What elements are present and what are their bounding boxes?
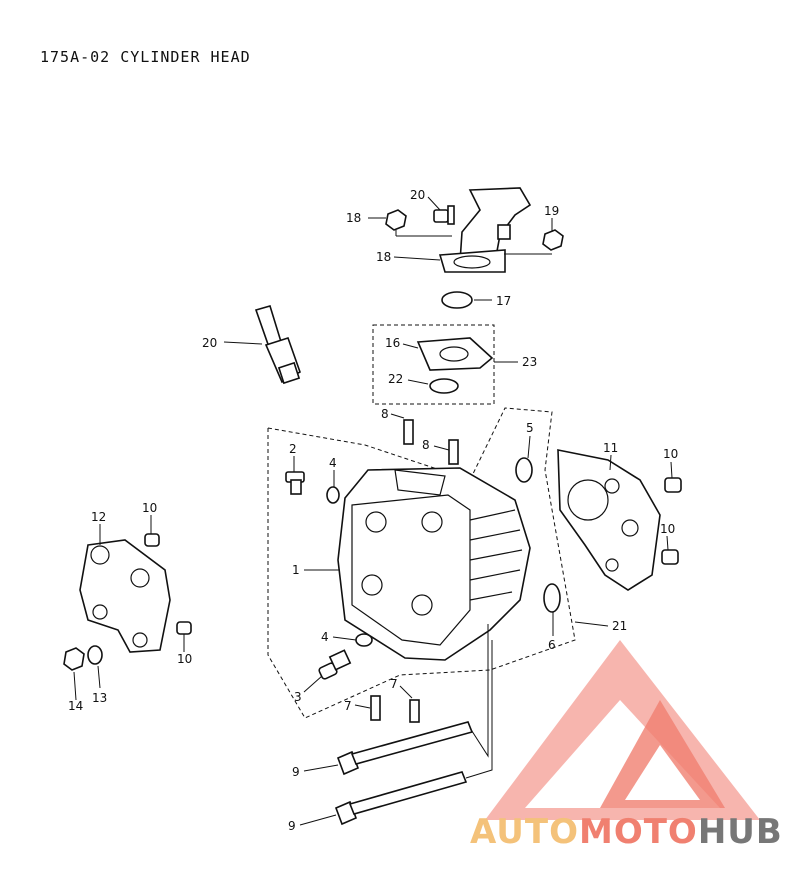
part-7-stud-left [370, 695, 381, 721]
callout-22: 22 [388, 372, 403, 386]
callout-7-left: 7 [344, 699, 352, 713]
callout-2: 2 [289, 442, 297, 456]
callout-20: 20 [202, 336, 217, 350]
part-11-head-gasket [557, 449, 661, 591]
part-12-camshaft-holder [79, 539, 171, 653]
callout-3: 3 [294, 690, 302, 704]
watermark-brand: AUTOMOTOHUB [470, 812, 783, 852]
part-7-stud-right [409, 699, 420, 723]
watermark-moto: MOTO [578, 812, 698, 852]
leader-lines [73, 196, 673, 826]
part-22-o-ring [429, 378, 459, 394]
part-8-stud-lower [448, 439, 459, 465]
callout-17: 18 [376, 250, 391, 264]
callout-9-upper: 9 [292, 765, 300, 779]
watermark-hub: HUB [697, 812, 783, 852]
part-10-dowel-left-upper [144, 533, 160, 547]
callout-14: 14 [68, 699, 83, 713]
part-6-seal [543, 583, 561, 613]
part-17-intake-manifold [438, 187, 532, 273]
callout-5: 5 [526, 421, 534, 435]
part-10-dowel-right-lower [661, 549, 679, 565]
part-10-dowel-right-upper [664, 477, 682, 493]
part-3-fitting [318, 649, 352, 680]
part-10-dowel-left-lower [176, 621, 192, 635]
watermark-logo [485, 640, 760, 820]
part-9-stud-bolt-upper [336, 721, 474, 776]
callout-11: 11 [603, 441, 618, 455]
callout-10-right-upper: 10 [663, 447, 678, 461]
callout-6: 6 [548, 638, 556, 652]
diagram-title: 175A-02 CYLINDER HEAD [40, 48, 251, 66]
callout-12: 12 [91, 510, 106, 524]
callout-21: 21 [612, 619, 627, 633]
callout-18-right: 19 [544, 204, 559, 218]
insulator-kit-boundary [372, 324, 495, 405]
part-15-insulator [416, 337, 494, 371]
callout-9-lower: 9 [288, 819, 296, 833]
part-2-pin [285, 471, 305, 495]
callout-4-upper: 4 [329, 456, 337, 470]
callout-labels: 20 18 19 18 17 16 23 22 20 8 8 2 4 5 11 … [68, 188, 678, 833]
part-19-bolt [433, 205, 455, 225]
part-8-stud-upper [403, 419, 414, 445]
part-14-nut [63, 647, 85, 671]
callout-7-right: 7 [390, 677, 398, 691]
part-20-spark-plug [254, 305, 301, 385]
part-9-stud-bolt-lower [334, 771, 468, 826]
watermark-auto: AUTO [470, 812, 579, 852]
callout-8-upper: 8 [381, 407, 389, 421]
callout-19: 20 [410, 188, 425, 202]
part-18-nut-left [385, 209, 407, 231]
callout-23: 23 [522, 355, 537, 369]
part-13-washer [87, 645, 103, 665]
callout-4-lower: 4 [321, 630, 329, 644]
part-1-cylinder-head [337, 467, 531, 661]
part-16-o-ring [441, 291, 473, 309]
callout-10-left-upper: 10 [142, 501, 157, 515]
part-18-nut-right [542, 229, 564, 251]
part-4-o-ring-upper [326, 486, 340, 504]
callout-1: 1 [292, 563, 300, 577]
callout-13: 13 [92, 691, 107, 705]
part-5-seal [515, 457, 533, 483]
callout-10-right-lower: 10 [660, 522, 675, 536]
callout-10-left-lower: 10 [177, 652, 192, 666]
callout-8-lower: 8 [422, 438, 430, 452]
callout-16: 17 [496, 294, 511, 308]
callout-15: 16 [385, 336, 400, 350]
callout-18-left: 18 [346, 211, 361, 225]
